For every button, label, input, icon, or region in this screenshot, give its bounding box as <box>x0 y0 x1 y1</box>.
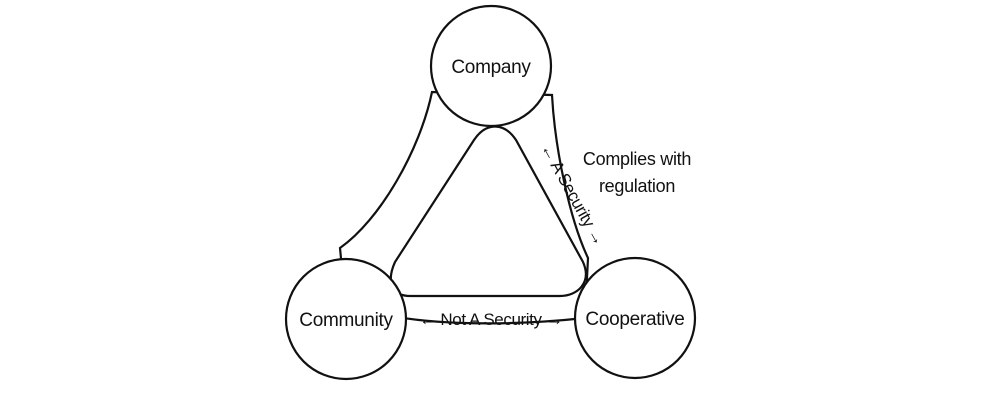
node-community <box>284 257 408 381</box>
annotation-line-2: regulation <box>599 176 675 196</box>
outer-band <box>338 90 590 325</box>
label-community: Community <box>299 310 393 331</box>
edge-label-community-cooperative: ← Not A Security → <box>419 310 562 329</box>
node-cooperative <box>573 256 697 380</box>
label-company: Company <box>451 57 531 78</box>
annotation-line-1: Complies with <box>583 149 691 169</box>
node-company <box>429 4 553 128</box>
label-cooperative: Cooperative <box>585 309 684 330</box>
